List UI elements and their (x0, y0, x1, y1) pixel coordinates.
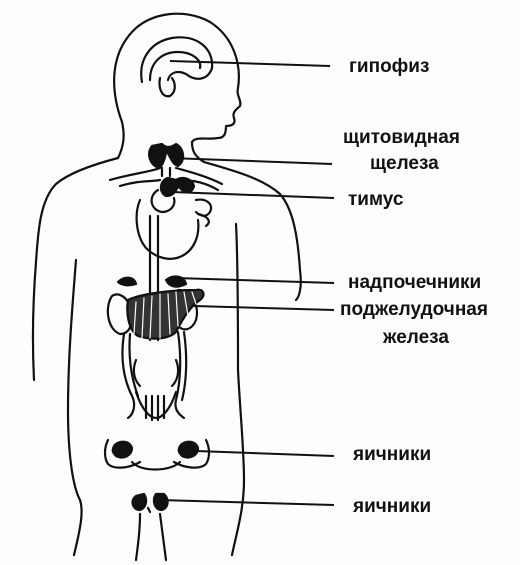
ovary-left (113, 442, 132, 458)
adrenal-left (118, 278, 136, 286)
body-left-inner (68, 260, 82, 555)
label-testes: яичники (353, 495, 431, 518)
brain-inner (150, 52, 200, 80)
label-pituitary: гипофиз (349, 55, 429, 78)
pointer-thymus (172, 192, 334, 198)
brain-outline (141, 37, 212, 82)
neck-left (118, 122, 124, 158)
body-right-inner (232, 224, 244, 555)
label-thyroid-line1: щитовидная (343, 126, 460, 149)
testes-shape (133, 494, 147, 510)
heart-outline (137, 200, 199, 259)
label-ovaries: яичники (353, 443, 431, 466)
pointer-ovaries (196, 451, 334, 456)
head-outline (114, 14, 240, 142)
label-adrenals: надпочечники (348, 271, 481, 294)
label-pancreas-line1: поджелудочная (340, 298, 488, 321)
label-thymus: тимус (348, 188, 403, 211)
label-thyroid-line2: щелеза (370, 152, 439, 175)
pointer-adrenals (176, 278, 334, 283)
pointer-testes (160, 500, 334, 505)
pointer-pituitary (170, 61, 330, 66)
brainstem (159, 78, 174, 96)
label-pancreas-line2: железа (383, 326, 449, 349)
ovary-right (179, 442, 198, 458)
pointer-pancreas (194, 306, 334, 310)
thyroid-shape (149, 144, 183, 168)
pancreas-shape (127, 290, 203, 339)
pointer-thyroid (170, 158, 332, 164)
